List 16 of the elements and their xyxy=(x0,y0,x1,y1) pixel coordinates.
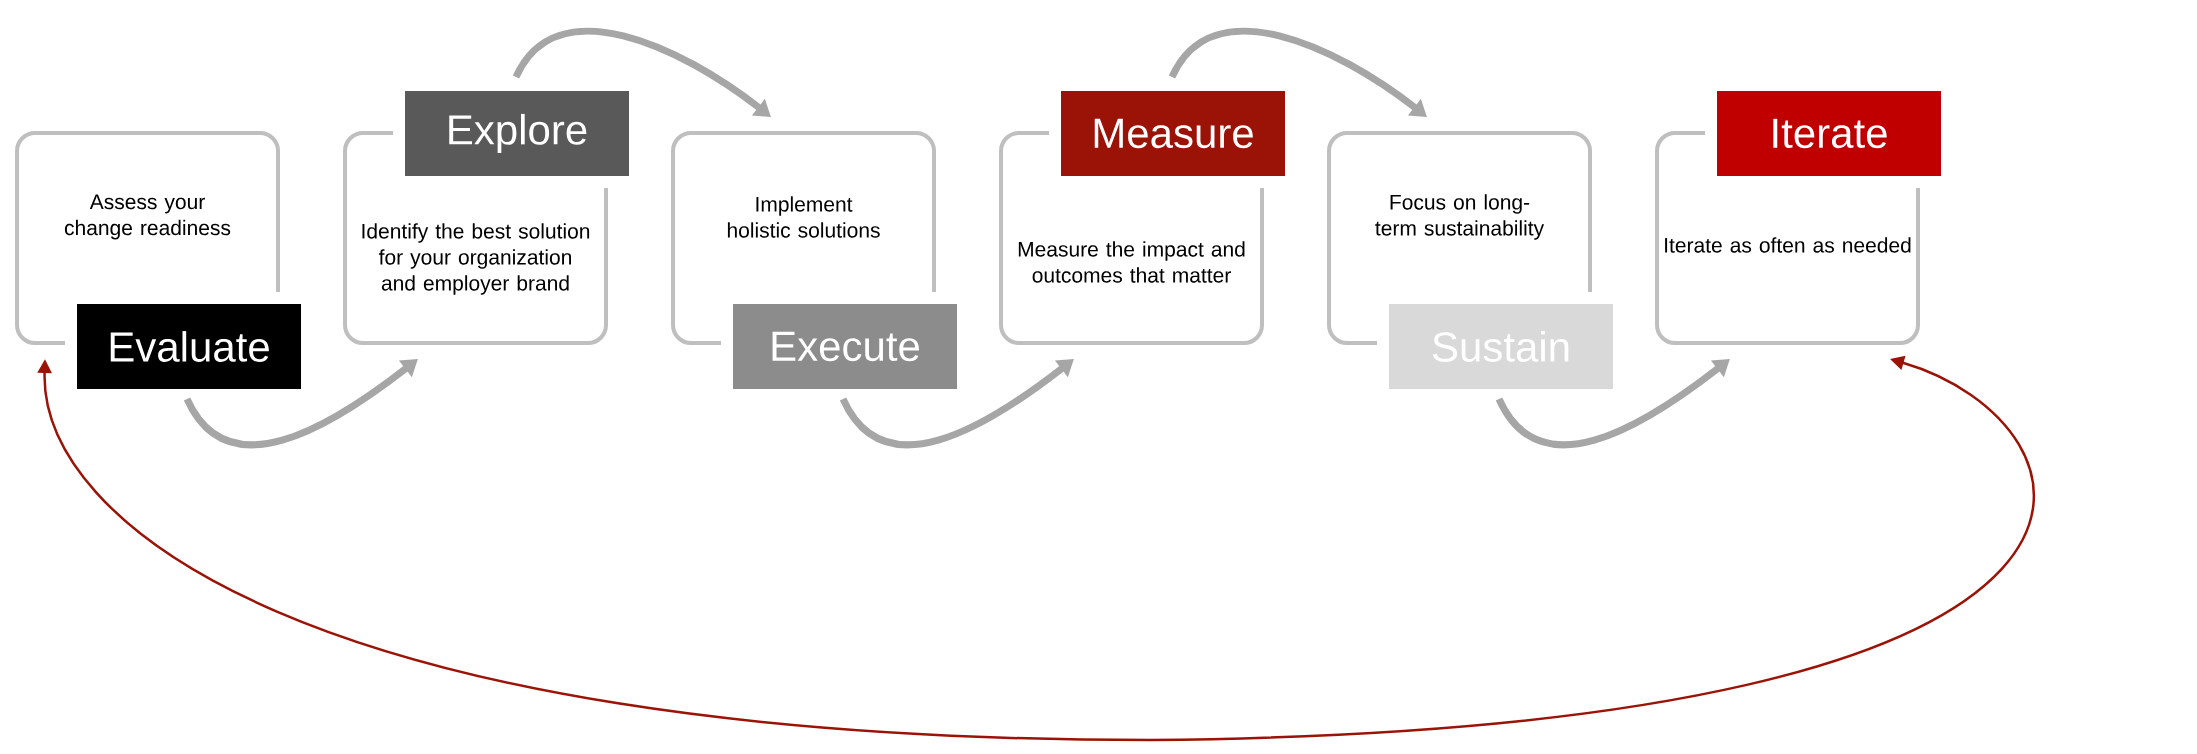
step-label-box: Explore xyxy=(393,79,641,188)
curved-arrow xyxy=(1495,359,1730,448)
curved-arrow xyxy=(184,359,418,448)
step-label-box: Iterate xyxy=(1705,79,1953,188)
curved-arrow xyxy=(840,359,1074,448)
description-text: Assess your change readiness xyxy=(64,194,231,240)
description-text: Iterate as often as needed xyxy=(1665,237,1911,253)
description-text: Implement holistic solutions xyxy=(727,196,880,238)
step-label-box: Execute xyxy=(721,292,969,401)
description-text: Identify the best solution for your organization and employer brand xyxy=(362,223,590,295)
curved-arrow xyxy=(513,28,771,117)
step-label-box: Evaluate xyxy=(65,292,313,401)
curved-arrow xyxy=(1169,28,1427,117)
description-text: Focus on long-term sustainability xyxy=(1375,194,1545,240)
step-label-box: Measure xyxy=(1049,79,1297,188)
description-text: Measure the impact and outcomes that matter xyxy=(1018,241,1245,283)
